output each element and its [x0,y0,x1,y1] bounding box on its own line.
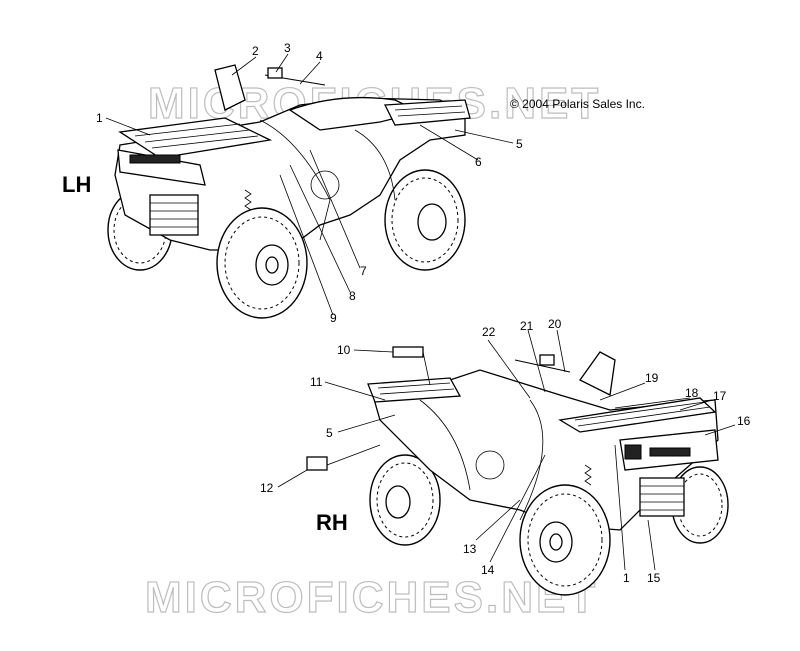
rh-callouts: 10 11 5 12 13 14 1 15 16 17 18 19 20 21 … [260,317,751,585]
callout-rh-10: 10 [337,343,351,357]
callout-rh-22: 22 [482,325,496,339]
callout-lh-7: 7 [360,264,367,278]
lh-callouts: 1 2 3 4 5 6 7 8 9 [96,41,523,325]
callout-rh-17: 17 [713,389,727,403]
view-label-rh: RH [316,510,348,535]
callout-rh-18: 18 [685,386,699,400]
callout-rh-19: 19 [645,371,659,385]
callout-lh-5: 5 [516,137,523,151]
view-label-lh: LH [62,172,91,197]
decal-10-swatch [392,346,424,358]
watermark-bottom: MICROFICHES.NET [145,573,598,622]
callout-rh-21: 21 [520,319,534,333]
callout-lh-3: 3 [284,41,291,55]
decal-12-swatch [306,456,328,471]
callout-lh-2: 2 [252,44,259,58]
callout-rh-15: 15 [647,571,661,585]
atv-right-side-illustration [367,351,729,596]
callout-lh-9: 9 [330,311,337,325]
callout-rh-20: 20 [548,317,562,331]
rh-leader-lines [277,329,736,571]
callout-lh-6: 6 [475,155,482,169]
callout-rh-16: 16 [737,414,751,428]
copyright-text: © 2004 Polaris Sales Inc. [510,97,645,111]
callout-lh-4: 4 [316,49,323,63]
callout-lh-8: 8 [349,289,356,303]
callout-rh-11: 11 [310,375,323,389]
callout-rh-12: 12 [260,481,274,495]
atv-left-side-illustration [107,64,471,319]
callout-lh-1: 1 [96,111,103,125]
callout-rh-13: 13 [463,542,477,556]
callout-rh-5: 5 [326,426,333,440]
lh-leader-lines [105,53,514,316]
callout-rh-14: 14 [481,563,495,577]
callout-rh-1: 1 [623,571,630,585]
